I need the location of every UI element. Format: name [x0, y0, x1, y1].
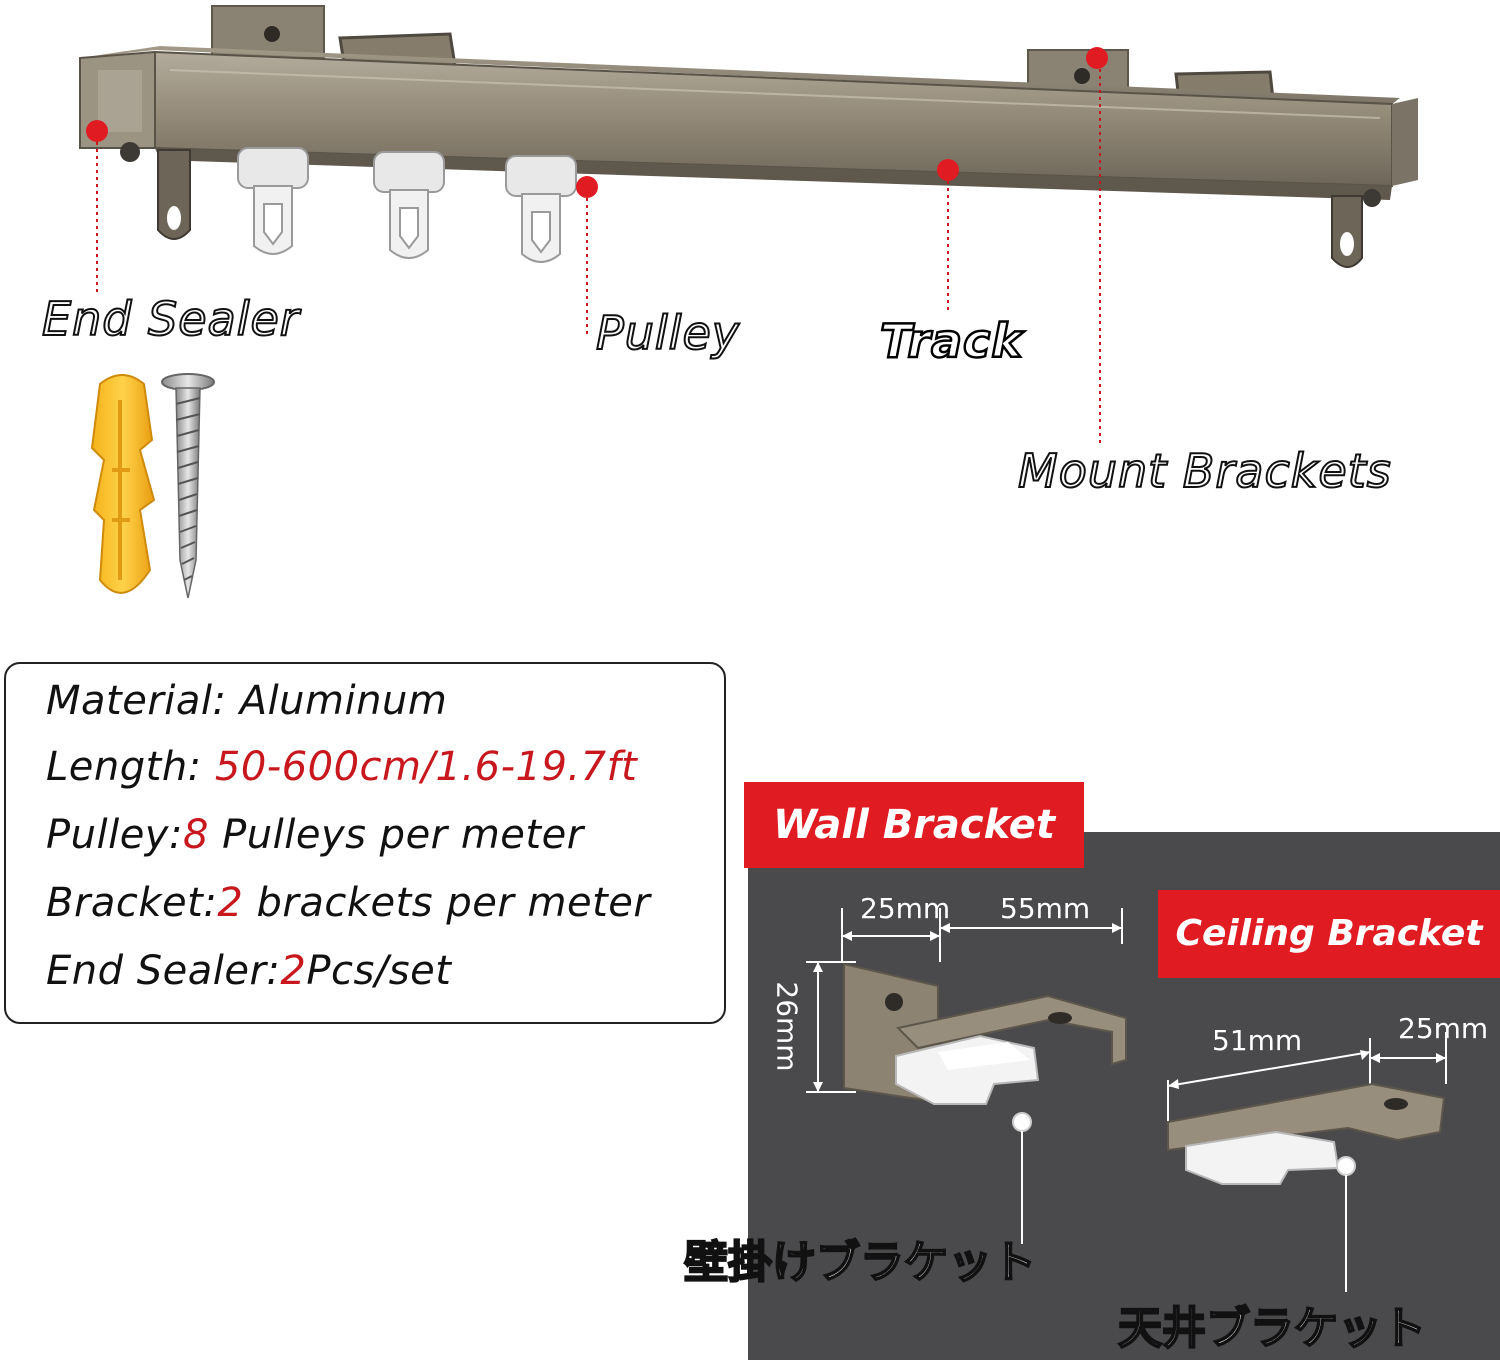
- spec-bracket: Bracket:2 brackets per meter: [46, 880, 650, 926]
- spec-end-sealer-label: End Sealer:: [46, 948, 281, 994]
- wall-plug: [90, 374, 156, 594]
- spec-length-label: Length:: [46, 744, 215, 790]
- spec-pulley-label: Pulley:: [46, 812, 183, 858]
- wall-width-a: 25mm: [860, 892, 951, 925]
- wall-height: 26mm: [770, 981, 804, 1072]
- spec-material: Material: Aluminum: [46, 678, 447, 724]
- track-label: Track: [879, 313, 1023, 370]
- spec-end-sealer: End Sealer:2Pcs/set: [46, 948, 451, 994]
- spec-end-sealer-suffix: Pcs/set: [306, 948, 452, 994]
- screw: [161, 373, 215, 599]
- spec-pulley: Pulley:8 Pulleys per meter: [46, 812, 584, 858]
- callout-leaders: [86, 47, 1108, 444]
- spec-bracket-suffix: brackets per meter: [243, 880, 651, 926]
- spec-end-sealer-count: 2: [280, 948, 307, 994]
- ceiling-width-a: 51mm: [1212, 1024, 1303, 1057]
- end-sealer-hook-right: [1331, 189, 1381, 268]
- ceiling-bracket-tag: Ceiling Bracket: [1158, 890, 1500, 978]
- wall-bracket-tag: Wall Bracket: [744, 782, 1084, 868]
- end-sealer-label: End Sealer: [41, 291, 300, 347]
- spec-box: Material: Aluminum Length: 50-600cm/1.6-…: [4, 662, 726, 1024]
- spec-pulley-suffix: Pulleys per meter: [208, 812, 584, 858]
- pulley-1: [237, 147, 309, 255]
- spec-length-value: 50-600cm/1.6-19.7ft: [214, 744, 638, 790]
- spec-material-value: Aluminum: [239, 678, 448, 724]
- ceiling-bracket-part: [1167, 1082, 1446, 1292]
- spec-material-label: Material:: [46, 678, 240, 724]
- pulley-label: Pulley: [595, 305, 740, 361]
- ceiling-width-b: 25mm: [1398, 1012, 1489, 1045]
- wall-bracket-part: [843, 962, 1127, 1244]
- wall-bracket-jp-label: 壁掛けブラケット: [683, 1236, 1037, 1289]
- spec-length: Length: 50-600cm/1.6-19.7ft: [46, 744, 637, 790]
- ceiling-bracket-jp-label: 天井ブラケット: [1117, 1302, 1427, 1355]
- spec-pulley-count: 8: [182, 812, 209, 858]
- curtain-track-illustration: [79, 5, 1418, 599]
- spec-bracket-count: 2: [217, 880, 244, 926]
- spec-bracket-label: Bracket:: [46, 880, 218, 926]
- wall-width-b: 55mm: [1000, 892, 1091, 925]
- pulley-3: [505, 155, 577, 263]
- bracket-drawings: [806, 908, 1447, 1292]
- pulley-2: [373, 151, 445, 259]
- end-sealer-hook: [120, 142, 191, 240]
- mount-brackets-label: Mount Brackets: [1017, 443, 1392, 499]
